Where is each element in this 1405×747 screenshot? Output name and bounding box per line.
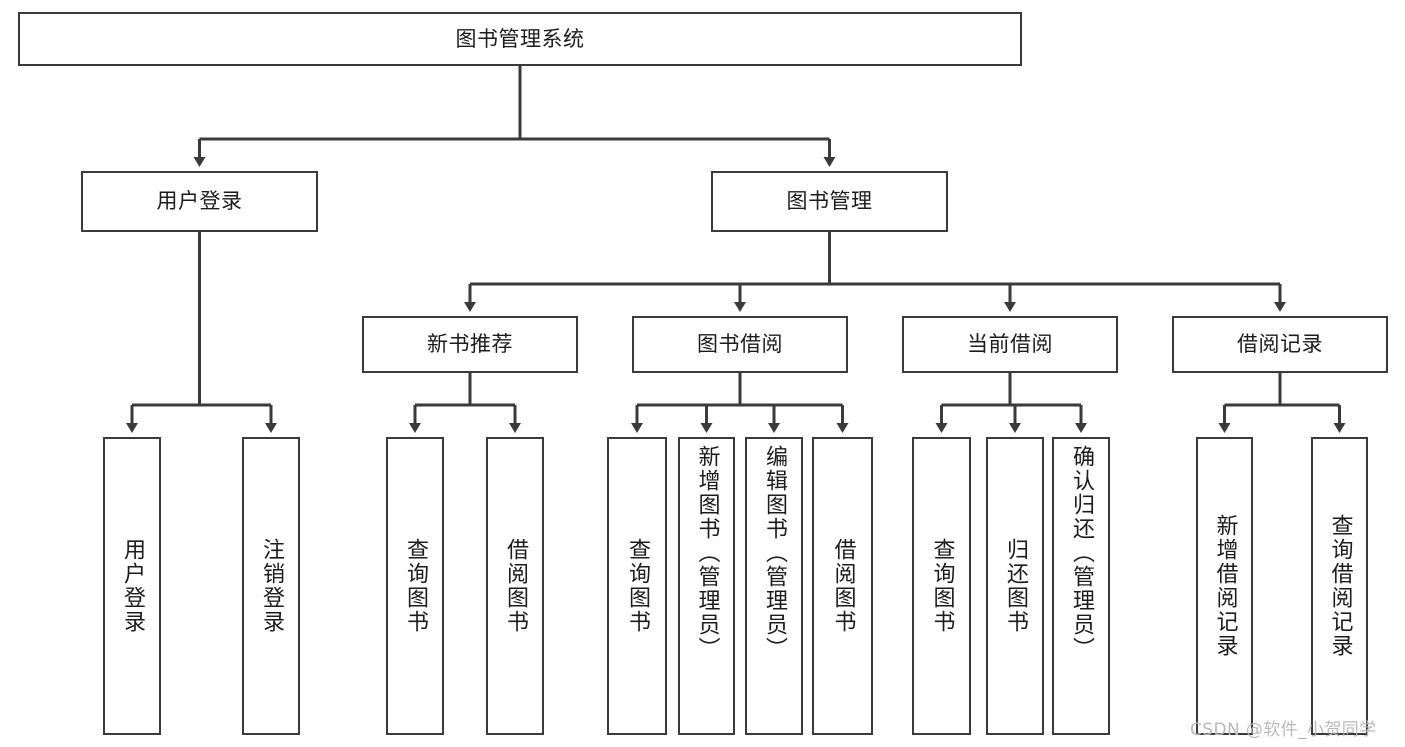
node-label: 查询图书 [625,538,650,634]
node-label: 新增图书（管理员） [694,445,720,661]
node-label: 借阅图书 [503,538,528,634]
node-leaf-user-login: 用户登录 [103,437,161,735]
node-leaf-query-book-3: 查询图书 [912,437,971,735]
node-leaf-return-book: 归还图书 [986,437,1044,735]
node-label: 注销登录 [259,538,284,634]
node-label: 当前借阅 [967,332,1053,357]
node-label: 确认归还（管理员） [1069,445,1094,661]
node-label: 编辑图书（管理员） [762,445,787,661]
node-current-borrow: 当前借阅 [902,316,1118,373]
node-leaf-borrow-book-2: 借阅图书 [812,437,873,735]
node-label: 图书借阅 [697,332,783,357]
node-label: 用户登录 [120,538,145,634]
node-label: 新增借阅记录 [1212,514,1238,658]
node-label: 新书推荐 [427,332,513,357]
node-book-manage: 图书管理 [711,171,948,232]
node-label: 借阅图书 [830,538,856,634]
node-label: 借阅记录 [1237,332,1323,357]
node-leaf-query-book-2: 查询图书 [607,437,667,735]
node-borrow-record: 借阅记录 [1172,316,1388,373]
node-leaf-borrow-book-1: 借阅图书 [486,437,544,735]
node-leaf-query-book-1: 查询图书 [386,437,444,735]
node-book-borrow: 图书借阅 [632,316,848,373]
node-label: 用户登录 [156,189,243,214]
node-user-login: 用户登录 [81,171,318,232]
node-root: 图书管理系统 [18,12,1022,66]
node-leaf-logout: 注销登录 [242,437,300,735]
node-leaf-confirm-return: 确认归还（管理员） [1052,437,1110,735]
node-leaf-add-book: 新增图书（管理员） [678,437,735,735]
node-label: 图书管理系统 [455,26,585,51]
node-label: 查询借阅记录 [1327,514,1353,658]
node-label: 查询图书 [929,538,955,634]
node-leaf-query-record: 查询借阅记录 [1311,437,1368,735]
node-leaf-edit-book: 编辑图书（管理员） [745,437,803,735]
node-leaf-add-record: 新增借阅记录 [1196,437,1253,735]
node-label: 归还图书 [1003,538,1028,634]
node-new-book-rec: 新书推荐 [362,316,578,373]
csdn-watermark: CSDN @软件_小贺同学 [1190,720,1377,740]
node-label: 查询图书 [403,538,428,634]
node-label: 图书管理 [786,189,873,214]
